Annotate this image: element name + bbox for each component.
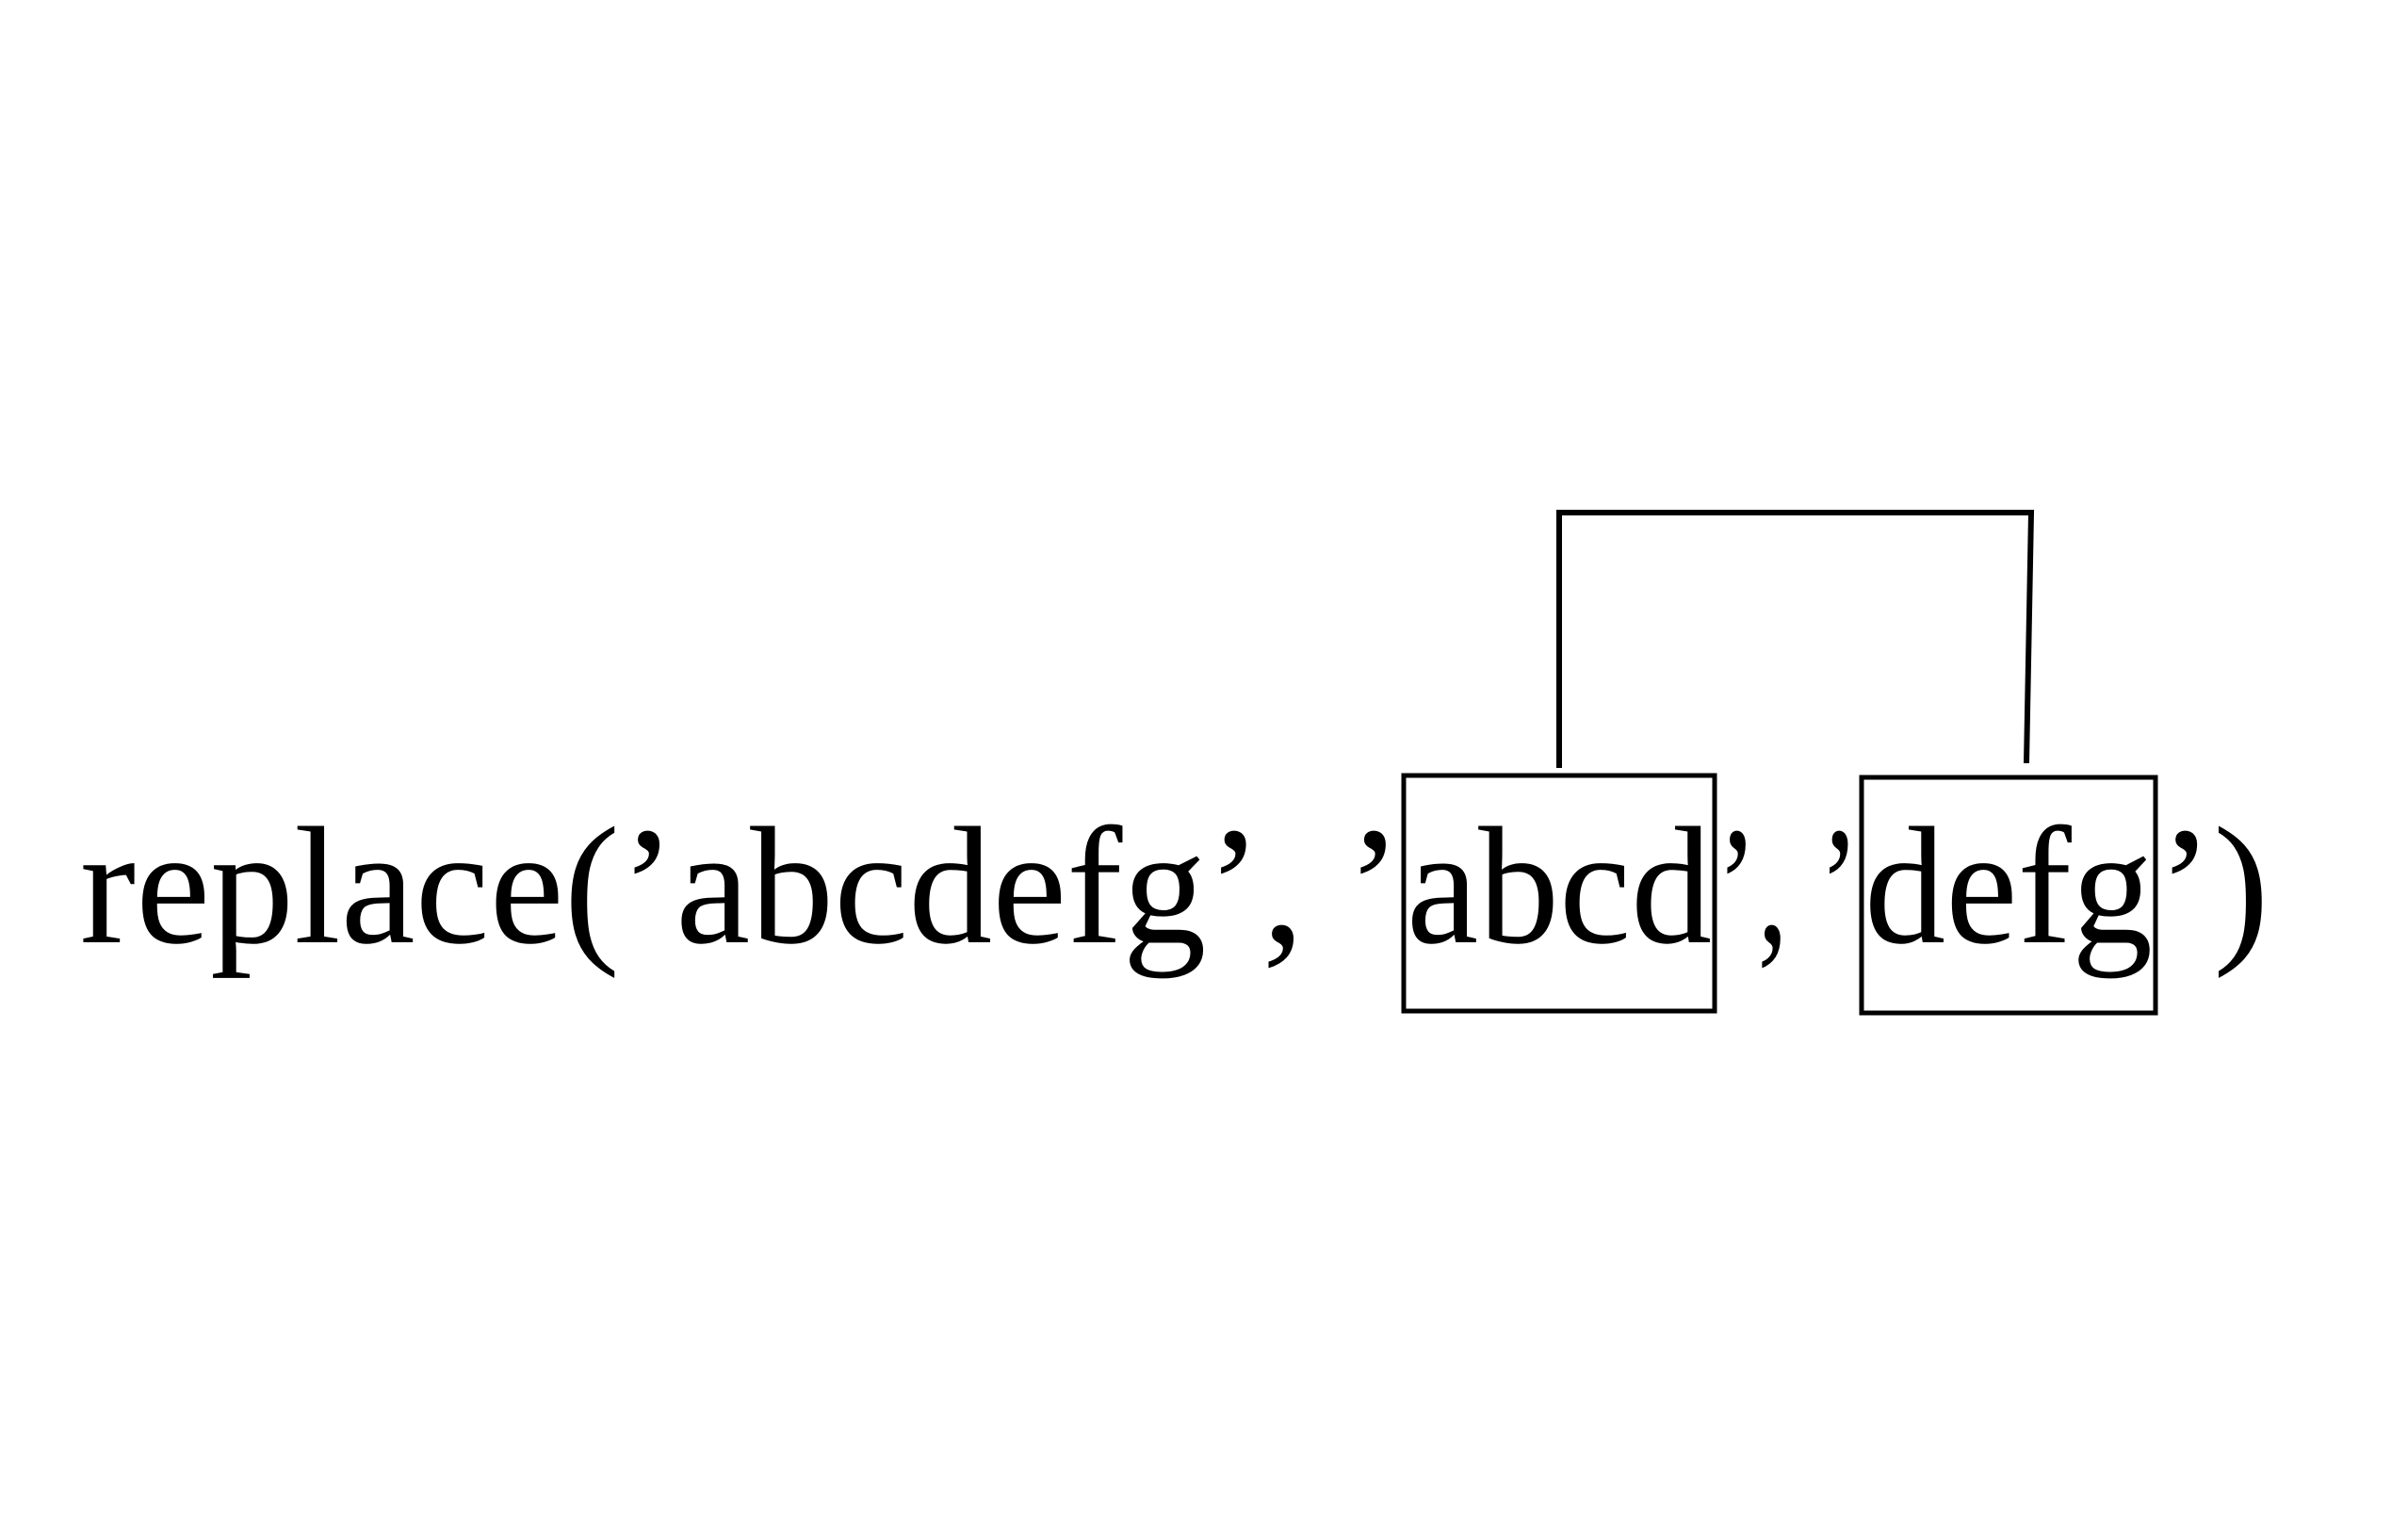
highlighted-argument-second: defg [1864,792,2153,979]
expression-prefix: replace(’abcdefg’, ’ [80,792,1402,979]
expression-suffix: ’) [2157,792,2270,979]
highlighted-argument-first: abcd [1407,792,1712,979]
highlight-box-first [1401,773,1717,1014]
highlight-box-second [1859,775,2158,1016]
expression-middle: ’, ’ [1717,792,1860,979]
link-bracket [1556,510,2035,768]
